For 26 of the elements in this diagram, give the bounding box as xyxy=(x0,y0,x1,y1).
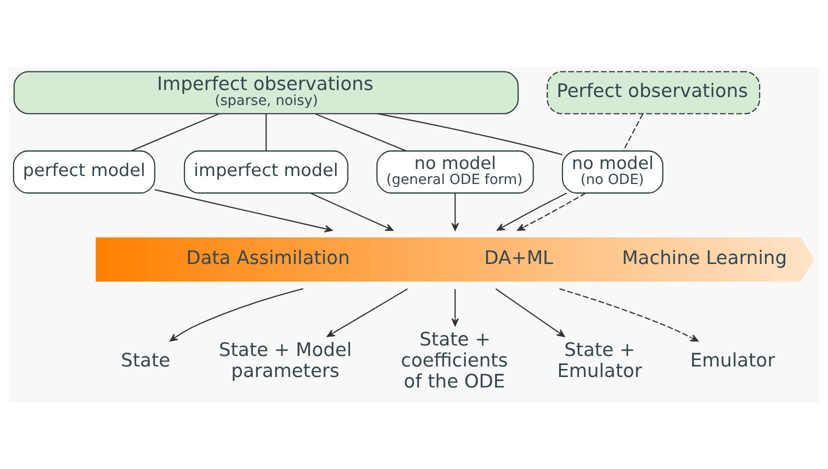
arrow xyxy=(326,288,408,336)
node-text: State + coefficients of the ODE xyxy=(400,329,508,392)
node-box: Imperfect observations (sparse, noisy) xyxy=(14,70,519,114)
node-text: State + Emulator xyxy=(557,340,642,382)
node-text: State + Model parameters xyxy=(218,340,352,382)
arrow xyxy=(451,288,459,326)
arrow xyxy=(154,188,333,232)
arrow xyxy=(170,288,304,341)
arrow xyxy=(495,288,565,336)
node-box: no model (no ODE) xyxy=(562,150,664,194)
connector xyxy=(377,112,562,155)
connector xyxy=(266,114,267,150)
node-text: Emulator xyxy=(690,350,776,372)
arrow xyxy=(517,192,586,230)
node-box: perfect model xyxy=(12,150,156,194)
arrow xyxy=(451,192,459,230)
connector xyxy=(622,113,644,150)
arrow xyxy=(559,288,698,342)
node-box: no model (general ODE form) xyxy=(376,150,534,194)
node-text: State xyxy=(120,350,170,372)
node-box: imperfect model xyxy=(184,150,348,194)
node-box: Perfect observations xyxy=(546,70,760,114)
arrow xyxy=(496,192,567,230)
connector xyxy=(315,112,406,151)
connector xyxy=(131,112,219,151)
arrow xyxy=(310,192,394,230)
